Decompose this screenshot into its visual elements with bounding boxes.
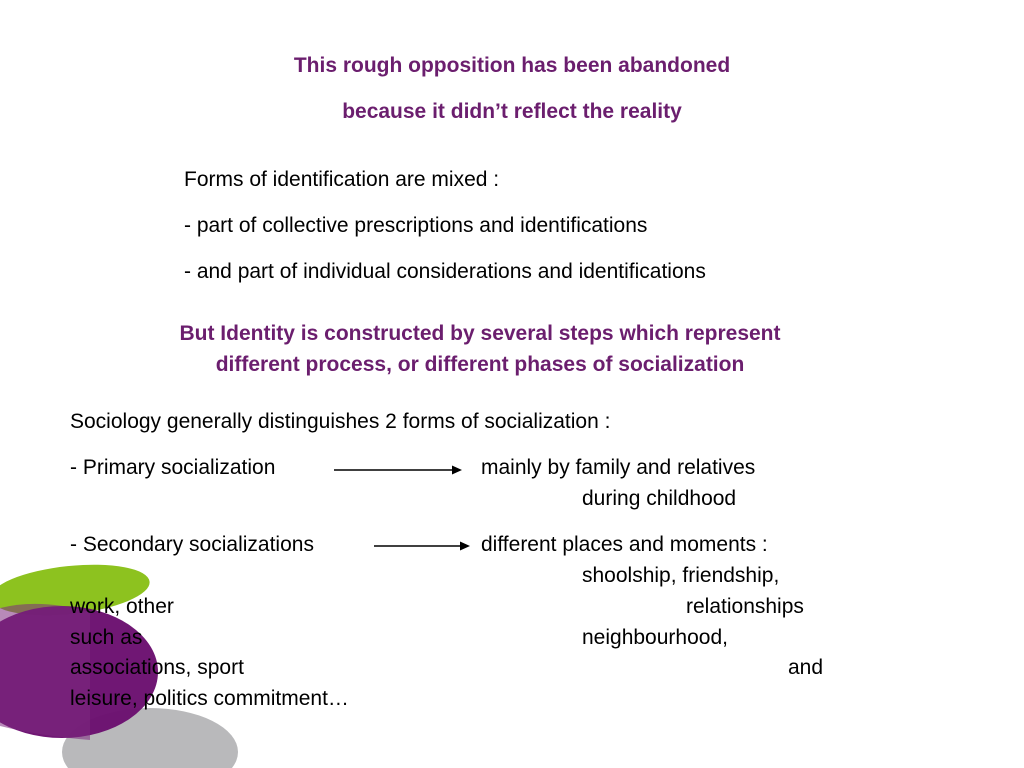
secondary-places-2b: relationships (686, 595, 804, 618)
secondary-places-5: leisure, politics commitment… (70, 687, 349, 710)
primary-desc-2: during childhood (582, 487, 737, 510)
heading-line-1: This rough opposition has been abandoned (293, 54, 731, 77)
forms-item-collective: - part of collective prescriptions and i… (184, 214, 648, 237)
forms-intro: Forms of identification are mixed : (184, 168, 500, 191)
decorative-gray-shape (62, 708, 238, 768)
heading-line-2: because it didn’t reflect the reality (342, 100, 682, 123)
identity-line-2: different process, or different phases o… (215, 353, 745, 376)
forms-item-individual: - and part of individual considerations … (184, 260, 706, 283)
secondary-desc-1: different places and moments : (481, 533, 768, 556)
secondary-places-3a: such as (70, 626, 143, 649)
secondary-places-1: shoolship, friendship, (582, 564, 780, 587)
identity-statement: But Identity is constructed by several s… (60, 318, 900, 380)
sociology-intro: Sociology generally distinguishes 2 form… (70, 410, 611, 433)
primary-arrow-icon (334, 465, 462, 475)
primary-label: - Primary socialization (70, 456, 276, 479)
secondary-places-3b: neighbourhood, (582, 626, 728, 649)
secondary-places-2a: work, other (70, 595, 174, 618)
identity-line-1: But Identity is constructed by several s… (179, 322, 781, 345)
secondary-places-4b: and (788, 656, 824, 679)
secondary-places-4a: associations, sport (70, 656, 244, 679)
primary-desc-1: mainly by family and relatives (481, 456, 756, 479)
secondary-label: - Secondary socializations (70, 533, 314, 556)
secondary-arrow-icon (374, 541, 470, 551)
